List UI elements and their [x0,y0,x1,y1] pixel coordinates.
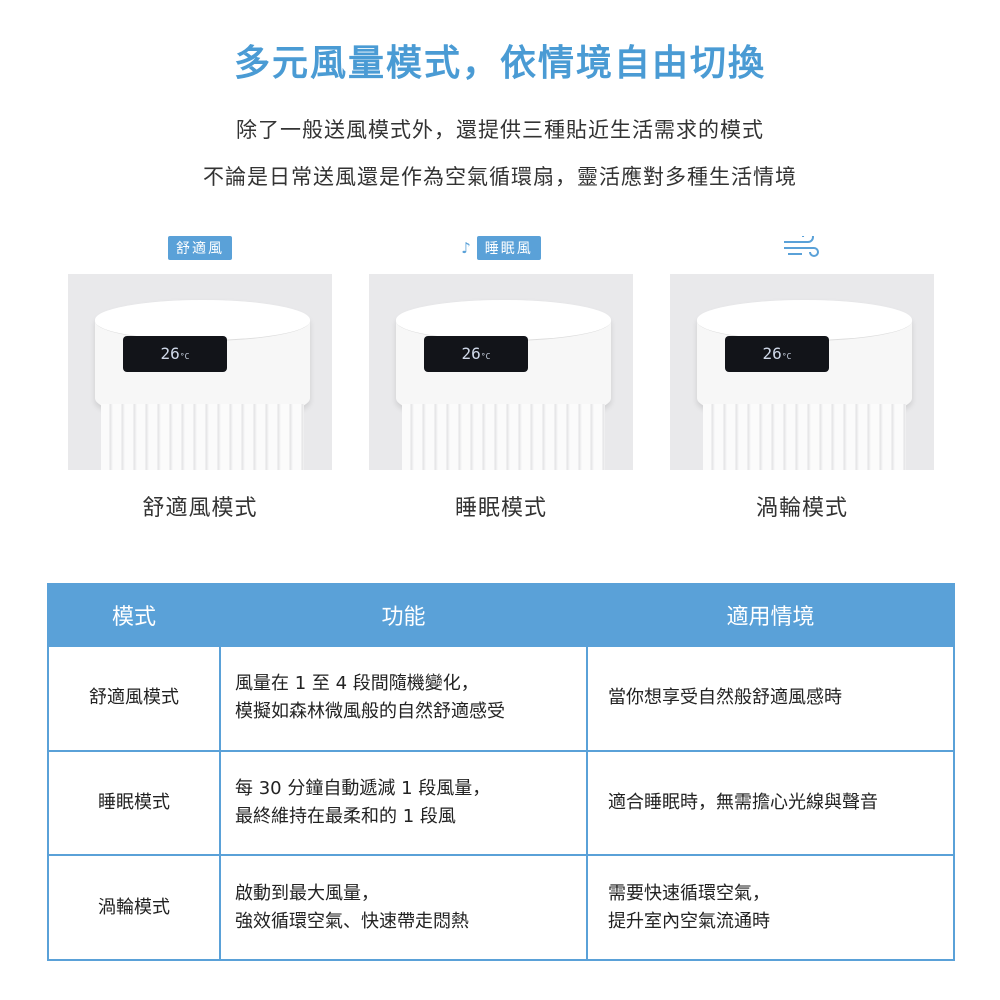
display-unit: °C [179,352,190,361]
mode-card-comfort: 舒適風 26°C 舒適風模式 [68,236,332,522]
scene-line: 需要快速循環空氣， [608,882,770,904]
display-temp: 26 [762,344,782,363]
cell-function: 風量在 1 至 4 段間隨機變化， 模擬如森林微風般的自然舒適感受 [219,645,588,752]
mode-tag-row: ♪ 睡眠風 [369,236,633,262]
cell-function: 啟動到最大風量， 強效循環空氣、快速帶走悶熱 [219,854,588,961]
display-temp: 26 [160,344,180,363]
fan-body [402,404,605,470]
fan-photo: 26°C [670,274,934,470]
fan-photo: 26°C [68,274,332,470]
header-scene: 適用情境 [586,583,955,647]
fan-display: 26°C [424,336,528,372]
function-line: 強效循環空氣、快速帶走悶熱 [235,910,469,932]
cell-scene: 需要快速循環空氣， 提升室內空氣流通時 [586,854,955,961]
music-note-icon: ♪ [461,239,471,257]
display-temp: 26 [461,344,481,363]
scene-line: 提升室內空氣流通時 [608,910,770,932]
mode-caption: 睡眠模式 [454,496,547,521]
table-row: 渦輪模式 啟動到最大風量， 強效循環空氣、快速帶走悶熱 需要快速循環空氣， 提升… [47,854,955,961]
cell-scene: 適合睡眠時，無需擔心光線與聲音 [586,749,955,857]
cell-mode: 睡眠模式 [47,749,221,857]
function-line: 啟動到最大風量， [235,882,379,904]
fan-display: 26°C [123,336,227,372]
mode-tag-row [670,231,934,264]
subtitle-line-1: 除了一般送風模式外，還提供三種貼近生活需求的模式 [236,118,764,142]
display-unit: °C [480,352,491,361]
sleep-tag: 睡眠風 [476,236,541,260]
fan-body [101,404,304,470]
header-function: 功能 [219,583,588,647]
header-mode: 模式 [47,583,221,647]
wind-icon [782,231,822,264]
cell-scene: 當你想享受自然般舒適風感時 [586,645,955,752]
function-line: 風量在 1 至 4 段間隨機變化， [235,673,479,695]
fan-display: 26°C [725,336,829,372]
function-line: 每 30 分鐘自動遞減 1 段風量， [235,777,491,799]
cell-function: 每 30 分鐘自動遞減 1 段風量， 最終維持在最柔和的 1 段風 [219,749,588,857]
cell-mode: 舒適風模式 [47,645,221,752]
subtitle-line-2: 不論是日常送風還是作為空氣循環扇，靈活應對多種生活情境 [203,165,797,189]
cell-mode: 渦輪模式 [47,854,221,961]
scene-line: 當你想享受自然般舒適風感時 [608,687,842,709]
function-line: 模擬如森林微風般的自然舒適感受 [235,701,505,723]
mode-card-sleep: ♪ 睡眠風 26°C 睡眠模式 [369,236,633,522]
page-title: 多元風量模式，依情境自由切換 [233,43,766,84]
scene-line: 適合睡眠時，無需擔心光線與聲音 [608,791,878,813]
mode-card-turbo: 26°C 渦輪模式 [670,231,934,522]
table-row: 舒適風模式 風量在 1 至 4 段間隨機變化， 模擬如森林微風般的自然舒適感受 … [47,645,955,752]
mode-caption: 渦輪模式 [755,496,848,521]
comfort-tag: 舒適風 [168,236,232,260]
mode-comparison-table: 模式 功能 適用情境 舒適風模式 風量在 1 至 4 段間隨機變化， 模擬如森林… [47,583,955,961]
mode-caption: 舒適風模式 [142,496,258,521]
display-unit: °C [781,352,792,361]
function-line: 最終維持在最柔和的 1 段風 [235,805,456,827]
fan-body [703,404,906,470]
table-header-row: 模式 功能 適用情境 [47,583,955,647]
mode-tag-row: 舒適風 [68,236,332,262]
fan-photo: 26°C [369,274,633,470]
table-row: 睡眠模式 每 30 分鐘自動遞減 1 段風量， 最終維持在最柔和的 1 段風 適… [47,749,955,857]
